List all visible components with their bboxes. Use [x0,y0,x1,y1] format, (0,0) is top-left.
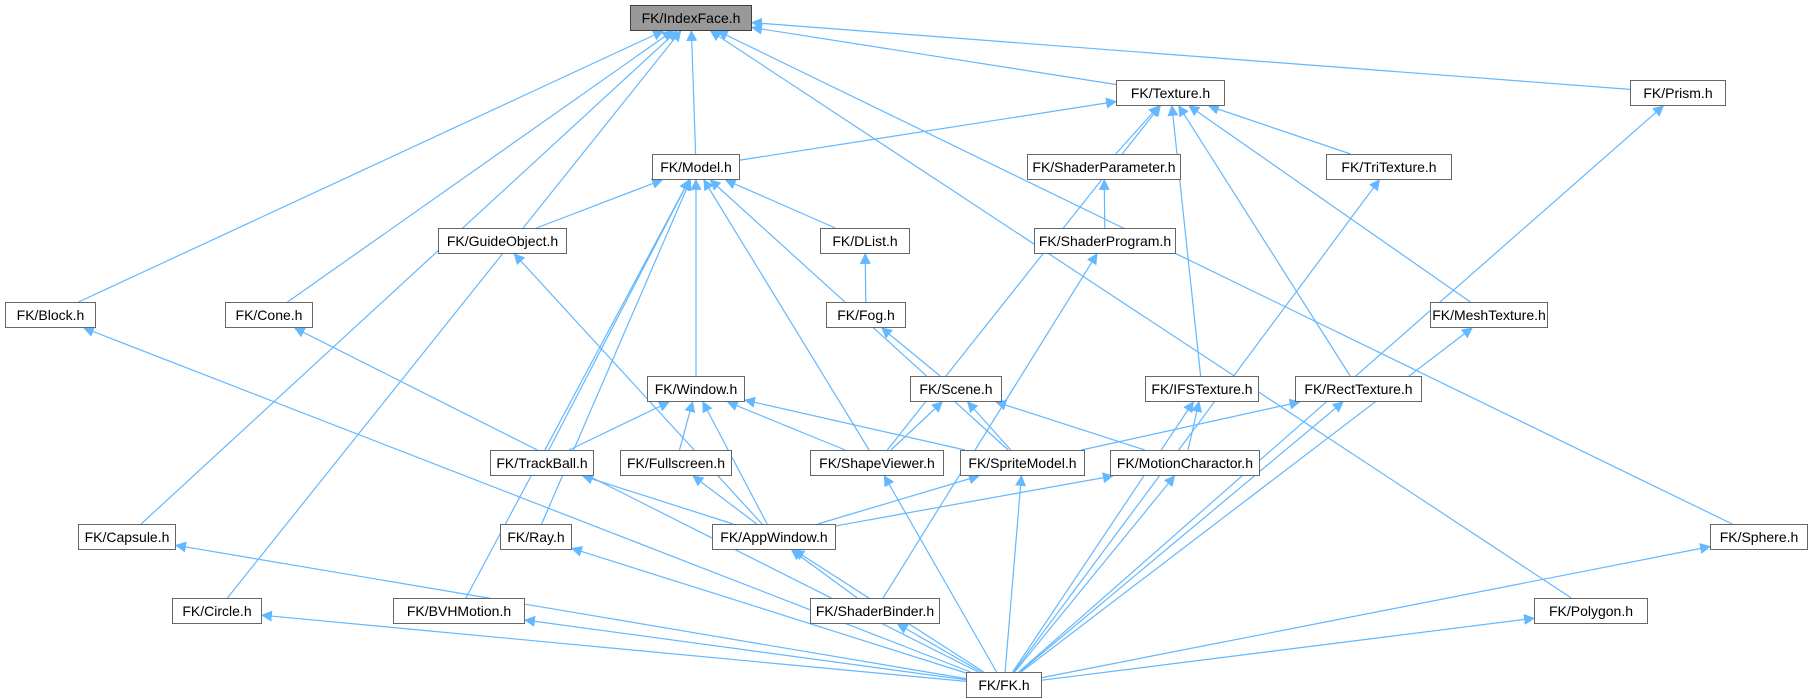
edge-polygon-to-index_face [709,30,1572,599]
node-window[interactable]: FK/Window.h [647,376,745,402]
node-mesh-texture[interactable]: FK/MeshTexture.h [1430,302,1548,328]
edge-app_window-to-motion_charactor [835,472,1114,527]
node-guide-object[interactable]: FK/GuideObject.h [438,228,567,254]
edge-dlist-to-model [724,178,836,229]
node-capsule[interactable]: FK/Capsule.h [78,524,176,550]
edge-shader_program-to-shader_parameter [1098,178,1110,229]
node-fk[interactable]: FK/FK.h [966,672,1042,698]
node-prism[interactable]: FK/Prism.h [1630,80,1726,106]
edge-fk-to-ray [570,546,967,674]
edge-fk-to-sprite_model [1004,474,1027,673]
edge-fk-to-capsule [174,541,967,680]
edge-motion_charactor-to-ifs_texture [1187,400,1203,451]
edge-fk-to-motion_charactor [1014,475,1176,673]
edge-prism-to-index_face [750,17,1631,90]
node-polygon[interactable]: FK/Polygon.h [1534,598,1648,624]
node-circle[interactable]: FK/Circle.h [172,598,262,624]
node-shader-binder[interactable]: FK/ShaderBinder.h [810,598,940,624]
node-sprite-model[interactable]: FK/SpriteModel.h [960,450,1085,476]
node-block[interactable]: FK/Block.h [5,302,96,328]
edge-shader_binder-to-app_window [790,549,858,599]
node-ray[interactable]: FK/Ray.h [500,524,572,550]
node-sphere[interactable]: FK/Sphere.h [1710,524,1808,550]
edge-motion_charactor-to-scene [995,399,1145,451]
edge-shader_parameter-to-texture [1115,105,1160,155]
node-rect-texture[interactable]: FK/RectTexture.h [1295,376,1422,402]
edge-shape_viewer-to-window [726,400,846,451]
edge-app_window-to-guide_object [513,253,763,525]
node-index-face[interactable]: FK/IndexFace.h [630,5,752,31]
node-tri-texture[interactable]: FK/TriTexture.h [1326,154,1452,180]
edge-shader_binder-to-shader_program [882,253,1098,599]
node-bvh-motion[interactable]: FK/BVHMotion.h [393,598,525,624]
edge-fk-to-tri_texture [1013,179,1380,673]
edge-circle-to-index_face [226,30,682,599]
node-shader-program[interactable]: FK/ShaderProgram.h [1034,228,1176,254]
edge-mesh_texture-to-texture [1188,105,1471,303]
edge-capsule-to-index_face [140,30,678,525]
edge-ifs_texture-to-texture [1167,104,1202,377]
edge-tri_texture-to-texture [1207,103,1351,155]
edge-shape_viewer-to-scene [890,401,943,451]
edge-sphere-to-index_face [716,30,1733,525]
edge-sprite_model-to-scene [966,401,1012,451]
node-trackball[interactable]: FK/TrackBall.h [490,450,594,476]
node-motion-charactor[interactable]: FK/MotionCharactor.h [1110,450,1260,476]
edge-trackball-to-window [568,401,670,451]
edge-fk-to-polygon [1041,613,1536,681]
edge-cone-to-index_face [287,30,674,303]
edge-rect_texture-to-texture [1178,105,1351,377]
node-dlist[interactable]: FK/DList.h [820,228,910,254]
node-ifs-texture[interactable]: FK/IFSTexture.h [1145,376,1259,402]
node-fog[interactable]: FK/Fog.h [826,302,906,328]
node-texture[interactable]: FK/Texture.h [1116,80,1225,106]
edge-sprite_model-to-rect_texture [1081,398,1301,451]
edge-fk-to-shape_viewer [883,475,998,673]
edge-scene-to-fog [880,327,941,377]
edge-fk-to-ifs_texture [1012,401,1194,673]
edge-model-to-texture [739,97,1118,161]
edge-fk-to-rect_texture [1019,401,1344,673]
edge-fk-to-sphere [1041,543,1712,679]
edge-block-to-index_face [78,30,664,303]
node-app-window[interactable]: FK/AppWindow.h [712,524,836,550]
node-fullscreen[interactable]: FK/Fullscreen.h [620,450,732,476]
edge-trackball-to-model [548,179,690,451]
edge-app_window-to-window [702,401,768,525]
edge-fk-to-shader_binder [896,623,982,673]
node-cone[interactable]: FK/Cone.h [225,302,313,328]
edge-app_window-to-trackball [581,473,734,525]
edge-sprite_model-to-window [743,396,966,451]
node-shader-parameter[interactable]: FK/ShaderParameter.h [1027,154,1181,180]
edge-fk-to-circle [260,610,967,682]
edge-guide_object-to-model [536,178,664,229]
edge-fk-to-bvh_motion [523,615,967,681]
node-scene[interactable]: FK/Scene.h [910,376,1002,402]
node-shape-viewer[interactable]: FK/ShapeViewer.h [810,450,944,476]
edge-model-to-index_face [686,29,698,155]
edge-shape_viewer-to-model [703,179,870,451]
node-model[interactable]: FK/Model.h [652,154,740,180]
edge-texture-to-index_face [750,23,1117,86]
edge-fullscreen-to-window [678,400,696,451]
edge-app_window-to-fullscreen [692,475,758,525]
edge-fog-to-dlist [859,252,871,303]
